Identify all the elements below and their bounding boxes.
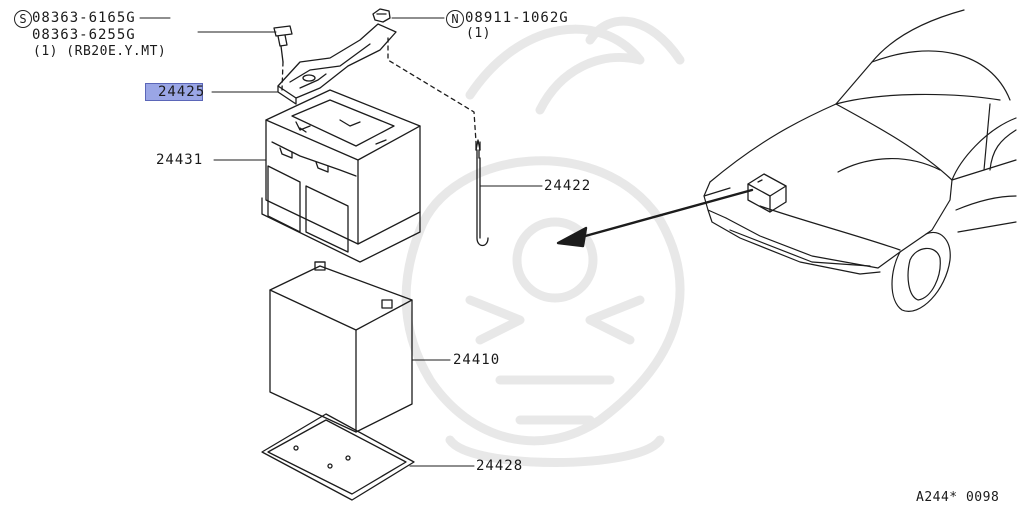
- hold-down-frame-drawing: [277, 23, 397, 105]
- watermark-emblem: [401, 16, 685, 467]
- leader-lines: [139, 17, 543, 467]
- nut-drawing: [372, 8, 391, 23]
- nut-quantity: (1): [466, 26, 491, 41]
- bolt-drawing: [273, 25, 293, 91]
- diagram-code: A244* 0098: [916, 490, 1000, 505]
- nut-to-rod-leader: [387, 37, 477, 143]
- hold-down-rod-drawing: [475, 139, 489, 247]
- battery-tray-drawing: [261, 413, 415, 501]
- part-label-tray[interactable]: 24428: [476, 458, 524, 474]
- car-front-drawing: [703, 9, 1017, 312]
- part-label-rod[interactable]: 24422: [544, 178, 592, 194]
- location-arrow: [556, 188, 754, 248]
- nut-part-number[interactable]: 08911-1062G: [465, 10, 569, 26]
- part-label-battery[interactable]: 24410: [453, 352, 501, 368]
- part-label-holder[interactable]: 24431: [156, 152, 204, 168]
- car-battery-location-drawing: [747, 173, 787, 213]
- bolt-quantity-note: (1) (RB20E.Y.MT): [33, 44, 167, 59]
- nut-circle-marker: N: [446, 10, 464, 28]
- part-label-frame[interactable]: 24425: [145, 83, 206, 101]
- bolt-part-number-2[interactable]: 08363-6255G: [32, 27, 136, 43]
- battery-holder-drawing: [261, 89, 421, 263]
- part-number-frame: 24425: [158, 84, 206, 100]
- bolt-circle-marker: S: [14, 10, 32, 28]
- bolt-part-number-1[interactable]: 08363-6165G: [32, 10, 136, 26]
- battery-drawing: [269, 261, 413, 433]
